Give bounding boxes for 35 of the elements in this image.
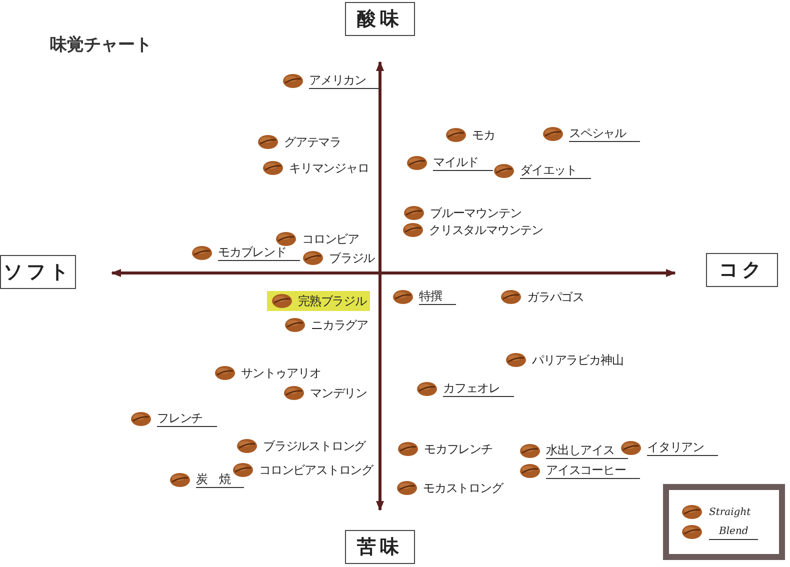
- chart-title: 味覚チャート: [50, 34, 152, 57]
- coffee-name: ブラジルストロング: [263, 438, 366, 454]
- coffee-name: イタリアン: [647, 439, 718, 456]
- coffee-name: モカブレンド: [218, 244, 300, 261]
- coffee-name: コロンビア: [302, 231, 360, 247]
- legend-text: Blend: [709, 524, 758, 540]
- coffee-name: アイスコーヒー: [546, 462, 640, 479]
- coffee-name: コロンビアストロング: [259, 462, 374, 478]
- coffee-name: 特撰: [419, 288, 456, 305]
- coffee-name: モカ: [472, 127, 495, 143]
- coffee-name: キリマンジャロ: [289, 160, 369, 176]
- axis-label: 酸味: [345, 2, 415, 36]
- coffee-name: モカフレンチ: [424, 441, 492, 457]
- coffee-name: モカストロング: [423, 480, 503, 496]
- coffee-name: ガラパゴス: [527, 289, 584, 305]
- legend-text: Straight: [709, 506, 751, 520]
- coffee-name: マンデリン: [310, 385, 368, 401]
- coffee-name: ブラジル: [329, 250, 375, 266]
- coffee-name: グアテマラ: [284, 134, 342, 150]
- coffee-name: パリアラビカ神山: [532, 352, 624, 368]
- coffee-name: フレンチ: [157, 410, 217, 427]
- coffee-name: 完熟ブラジル: [298, 293, 366, 309]
- coffee-name: 炭 焼: [196, 471, 244, 488]
- axis-label: 苦味: [345, 530, 415, 564]
- coffee-name: カフェオレ: [443, 380, 514, 397]
- coffee-name: マイルド: [433, 154, 493, 171]
- coffee-name: ニカラグア: [311, 317, 368, 333]
- axis-label: コク: [706, 253, 778, 287]
- coffee-name: アメリカン: [309, 72, 380, 89]
- coffee-name: クリスタルマウンテン: [429, 222, 544, 238]
- axis-label: ソフト: [0, 255, 76, 289]
- coffee-name: スペシャル: [569, 125, 640, 142]
- coffee-name: ダイエット: [520, 162, 592, 179]
- coffee-name: ブルーマウンテン: [430, 205, 522, 221]
- coffee-name: サントゥアリオ: [241, 365, 321, 381]
